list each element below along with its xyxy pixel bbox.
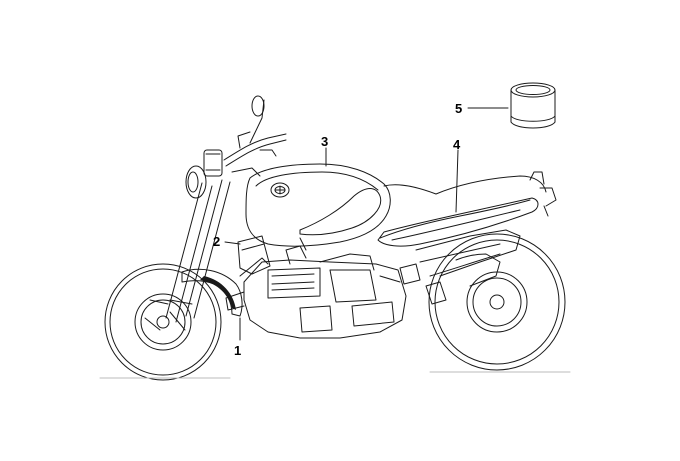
callout-5: 5 <box>455 101 463 116</box>
ground-line <box>99 371 571 379</box>
front-wheel <box>104 263 222 381</box>
callout-3: 3 <box>321 134 329 149</box>
handlebar <box>223 95 287 177</box>
headlight <box>185 149 223 199</box>
leader-lines <box>224 107 509 341</box>
fuel-tank <box>245 163 391 251</box>
callout-1: 1 <box>234 343 242 358</box>
seat-tail <box>377 171 557 247</box>
paint-tin <box>510 82 556 129</box>
frame <box>399 229 521 305</box>
air-box <box>237 235 271 275</box>
engine <box>225 245 407 339</box>
front-fork <box>165 179 231 323</box>
front-fender <box>181 268 243 317</box>
rear-wheel <box>428 233 566 371</box>
callout-2: 2 <box>213 234 221 249</box>
front-fender-shadow <box>200 276 236 310</box>
callout-4: 4 <box>453 137 461 152</box>
